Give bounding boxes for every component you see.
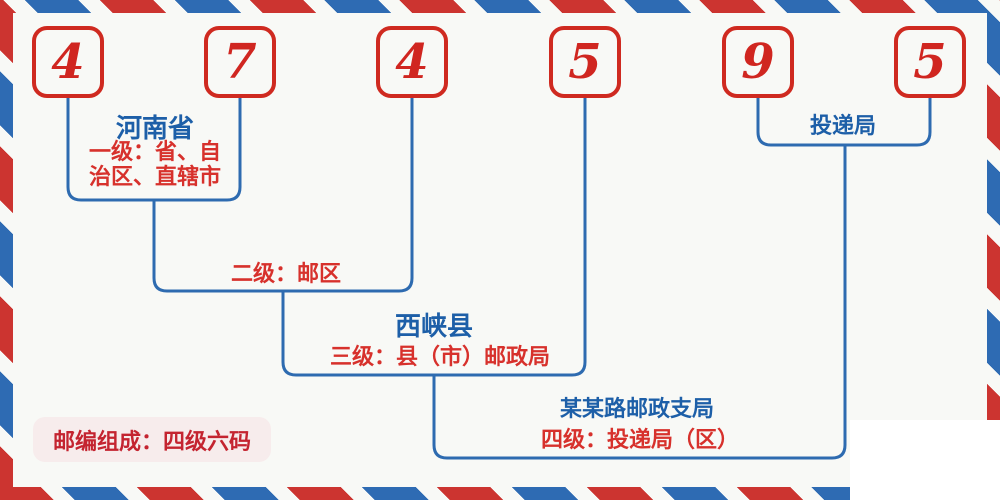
digit-box-4: 5 xyxy=(549,26,621,98)
footer-note-text: 邮编组成：四级六码 xyxy=(53,428,252,454)
diagram-background xyxy=(13,13,987,487)
bottom-right-white-patch xyxy=(850,420,1000,500)
level1-description: 一级：省、自 治区、直辖市 xyxy=(89,139,221,189)
delivery-office-label: 投递局 xyxy=(809,113,877,138)
level4-description: 四级：投递局（区） xyxy=(540,427,740,452)
level2-description: 二级：邮区 xyxy=(230,261,342,286)
level3-place-name: 西峡县 xyxy=(394,311,474,341)
digit-6: 5 xyxy=(913,34,947,90)
digit-2: 7 xyxy=(223,34,257,90)
level1-place-name: 河南省 xyxy=(115,113,195,143)
digit-5: 9 xyxy=(741,34,775,90)
digit-3: 4 xyxy=(395,34,429,90)
digit-4: 5 xyxy=(568,34,602,90)
level3-description: 三级：县（市）邮政局 xyxy=(329,344,551,369)
level4-place-name: 某某路邮政支局 xyxy=(559,396,715,421)
digit-box-6: 5 xyxy=(894,26,966,98)
bracket-delivery xyxy=(756,98,932,147)
digit-box-5: 9 xyxy=(722,26,794,98)
digit-box-2: 7 xyxy=(204,26,276,98)
footer-note-pill: 邮编组成：四级六码 xyxy=(33,417,272,462)
digit-box-1: 4 xyxy=(32,26,104,98)
level1-description-line1: 一级：省、自 xyxy=(88,139,222,164)
digit-box-3: 4 xyxy=(376,26,448,98)
digit-1: 4 xyxy=(51,34,85,90)
level1-description-line2: 治区、直辖市 xyxy=(88,164,222,189)
bracket-level4 xyxy=(432,145,847,460)
